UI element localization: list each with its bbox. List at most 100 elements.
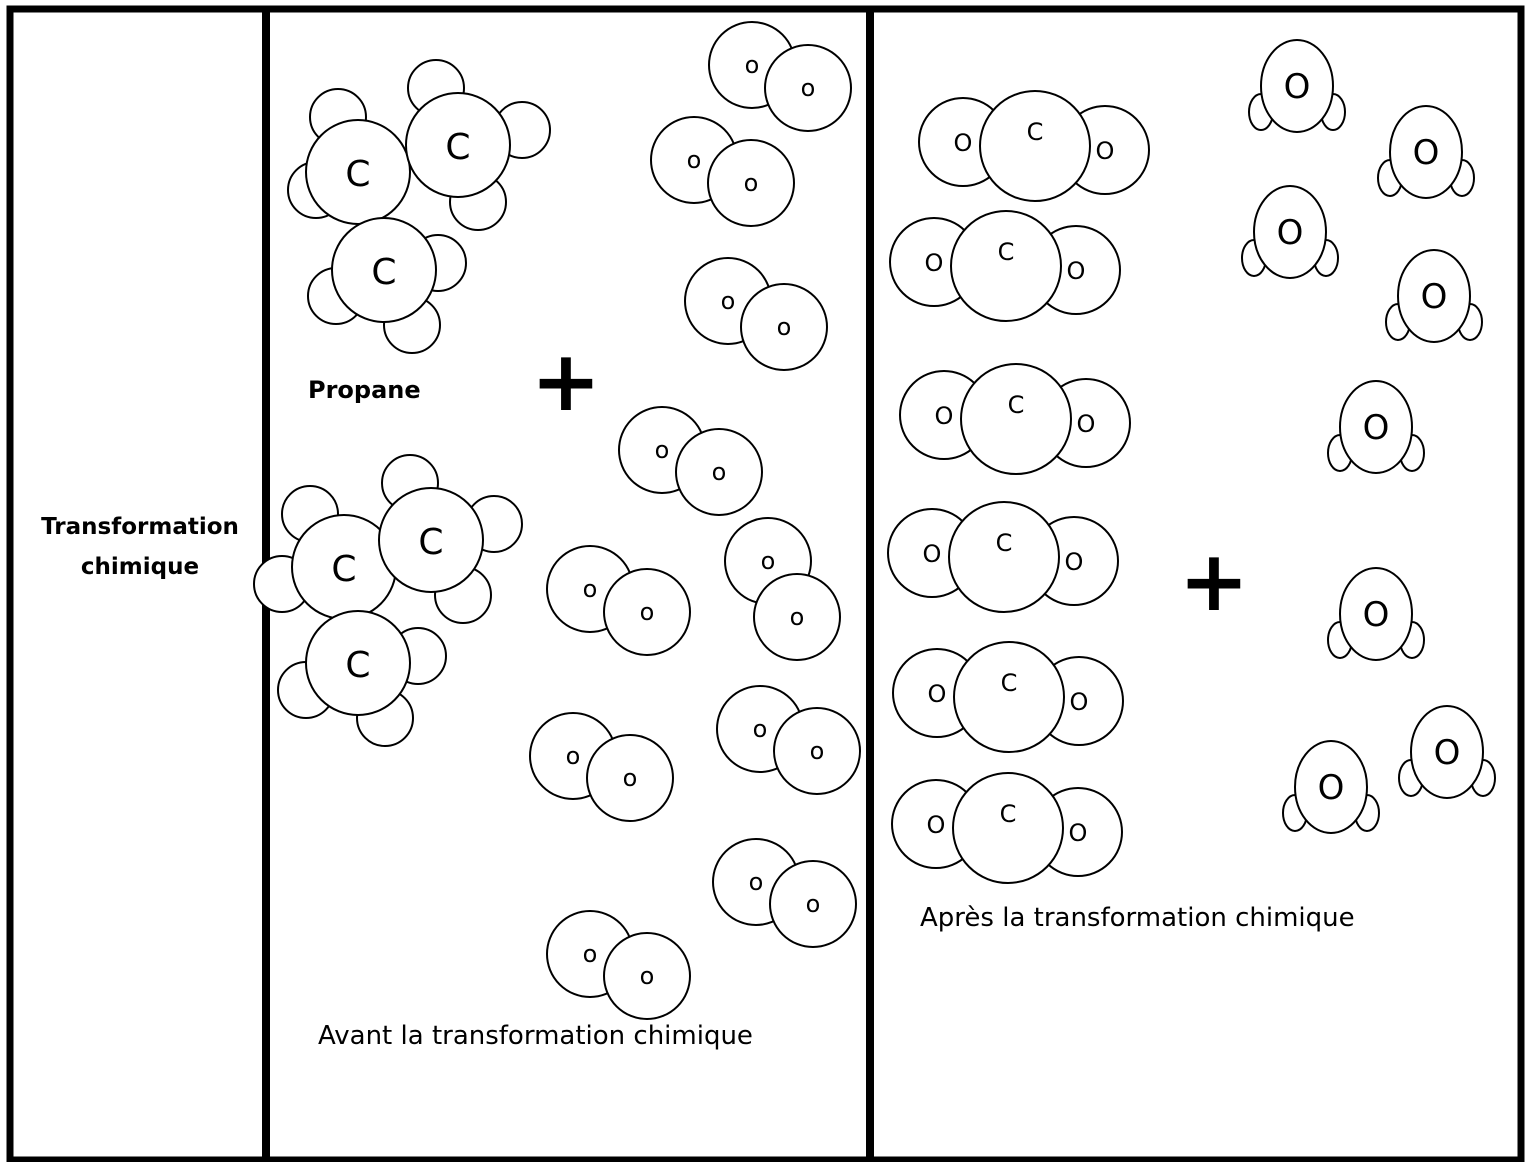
oxygen-symbol: O — [1421, 277, 1448, 317]
carbon-symbol: C — [996, 529, 1013, 557]
carbon-symbol: C — [345, 154, 370, 195]
water-molecule: O — [1377, 105, 1475, 199]
dioxygen-molecule: oo — [618, 406, 763, 516]
oxygen-symbol: O — [1096, 137, 1115, 165]
oxygen-symbol: O — [928, 680, 947, 708]
water-molecule: O — [1241, 185, 1339, 279]
oxygen-symbol: O — [1277, 213, 1304, 253]
oxygen-atom — [1253, 185, 1327, 279]
oxygen-atom — [1260, 39, 1334, 133]
oxygen-symbol: O — [1363, 595, 1390, 635]
oxygen-symbol: o — [583, 575, 598, 603]
oxygen-atom — [603, 932, 691, 1020]
oxygen-atom — [1397, 249, 1471, 343]
oxygen-symbol: O — [1077, 410, 1096, 438]
oxygen-atom — [1339, 567, 1413, 661]
after-transformation-cell: O O C O O C O O C O O C O O C O O C O O O O O O O O + Après la tr… — [887, 39, 1496, 933]
water-molecule: O — [1385, 249, 1483, 343]
carbon-symbol: C — [998, 238, 1015, 266]
oxygen-atom — [1410, 705, 1484, 799]
water-molecule: O — [1248, 39, 1346, 133]
oxygen-symbol: o — [749, 868, 764, 896]
water-molecule: O — [1282, 740, 1380, 834]
water-molecule: O — [1327, 380, 1425, 474]
carbon-atom — [960, 363, 1072, 475]
oxygen-symbol: o — [623, 764, 638, 792]
oxygen-symbol: O — [1413, 133, 1440, 173]
oxygen-symbol: O — [1069, 819, 1088, 847]
oxygen-symbol: o — [566, 742, 581, 770]
oxygen-symbol: O — [1067, 257, 1086, 285]
carbon-symbol: C — [345, 645, 370, 686]
carbon-symbol: C — [371, 252, 396, 293]
dioxygen-molecule: oo — [546, 545, 691, 656]
oxygen-symbol: O — [1363, 408, 1390, 448]
oxygen-symbol: o — [753, 715, 768, 743]
oxygen-symbol: O — [1284, 67, 1311, 107]
before-caption: Avant la transformation chimique — [318, 1021, 753, 1051]
after-caption: Après la transformation chimique — [920, 903, 1355, 933]
oxygen-symbol: O — [954, 129, 973, 157]
plus-sign-before: + — [531, 332, 601, 430]
oxygen-atom — [675, 428, 763, 516]
oxygen-symbol: O — [923, 540, 942, 568]
dioxygen-molecule: oo — [724, 517, 841, 661]
carbon-atom — [948, 501, 1060, 613]
oxygen-atom — [603, 568, 691, 656]
oxygen-symbol: o — [640, 598, 655, 626]
oxygen-symbol: o — [745, 51, 760, 79]
oxygen-symbol: O — [1434, 733, 1461, 773]
dioxygen-molecule: oo — [712, 838, 857, 948]
oxygen-symbol: O — [927, 811, 946, 839]
oxygen-symbol: o — [721, 287, 736, 315]
carbon-symbol: C — [1008, 391, 1025, 419]
carbon-symbol: C — [1000, 800, 1017, 828]
carbon-symbol: C — [418, 522, 443, 563]
plus-sign-after: + — [1179, 532, 1249, 630]
carbon-atom — [950, 210, 1062, 322]
oxygen-symbol: O — [935, 402, 954, 430]
carbon-symbol: C — [1001, 669, 1018, 697]
carbon-symbol: C — [445, 127, 470, 168]
carbon-symbol: C — [1027, 118, 1044, 146]
oxygen-atom — [753, 573, 841, 661]
oxygen-atom — [707, 139, 795, 227]
oxygen-atom — [1389, 105, 1463, 199]
oxygen-symbol: o — [801, 74, 816, 102]
oxygen-symbol: o — [810, 737, 825, 765]
row-header: Transformation chimique — [41, 514, 239, 580]
oxygen-symbol: O — [1318, 768, 1345, 808]
carbon-atom — [331, 217, 437, 323]
oxygen-symbol: o — [687, 146, 702, 174]
carbon-atom — [953, 641, 1065, 753]
carbon-dioxide-molecules: O O C O O C O O C O O C O O C O O C — [887, 90, 1150, 884]
oxygen-symbol: o — [655, 436, 670, 464]
oxygen-atom — [586, 734, 674, 822]
oxygen-symbol: o — [806, 890, 821, 918]
water-molecules: O O O O O O O O — [1241, 39, 1496, 834]
oxygen-atom — [769, 860, 857, 948]
carbon-atom — [378, 487, 484, 593]
oxygen-atom — [773, 707, 861, 795]
dioxygen-molecule: oo — [684, 257, 828, 371]
propane-label: Propane — [308, 376, 421, 404]
dioxygen-molecule: oo — [529, 712, 674, 822]
oxygen-symbol: o — [790, 603, 805, 631]
oxygen-symbol: O — [1070, 688, 1089, 716]
oxygen-symbol: o — [744, 169, 759, 197]
oxygen-symbol: O — [1065, 548, 1084, 576]
water-molecule: O — [1398, 705, 1496, 799]
oxygen-symbol: O — [925, 249, 944, 277]
oxygen-atom — [1339, 380, 1413, 474]
oxygen-symbol: o — [761, 547, 776, 575]
dioxygen-molecule: oo — [716, 685, 861, 795]
propane-molecule: C C C — [287, 59, 551, 354]
